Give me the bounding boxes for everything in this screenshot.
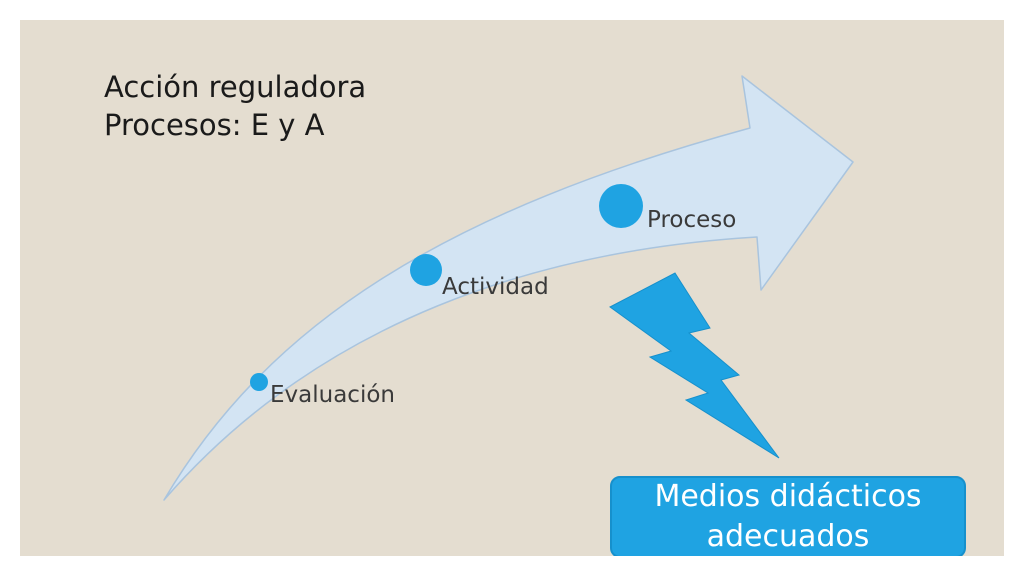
step-marker-proceso — [599, 184, 643, 228]
slide-title: Acción reguladora Procesos: E y A — [104, 68, 366, 144]
slide: Acción reguladora Procesos: E y A Evalua… — [20, 20, 1004, 556]
step-label-proceso: Proceso — [647, 207, 737, 233]
curved-process-arrow — [163, 75, 854, 501]
callout-box: Medios didácticos adecuados — [610, 476, 966, 556]
diagram-canvas — [163, 75, 854, 501]
step-marker-evaluacion — [250, 373, 268, 391]
title-line-2: Procesos: E y A — [104, 108, 325, 142]
lightning-bolt-icon — [609, 272, 780, 459]
step-label-evaluacion: Evaluación — [270, 382, 395, 408]
step-marker-actividad — [410, 254, 442, 286]
title-line-1: Acción reguladora — [104, 70, 367, 104]
callout-text: Medios didácticos adecuados — [654, 479, 922, 554]
step-label-actividad: Actividad — [442, 274, 549, 300]
